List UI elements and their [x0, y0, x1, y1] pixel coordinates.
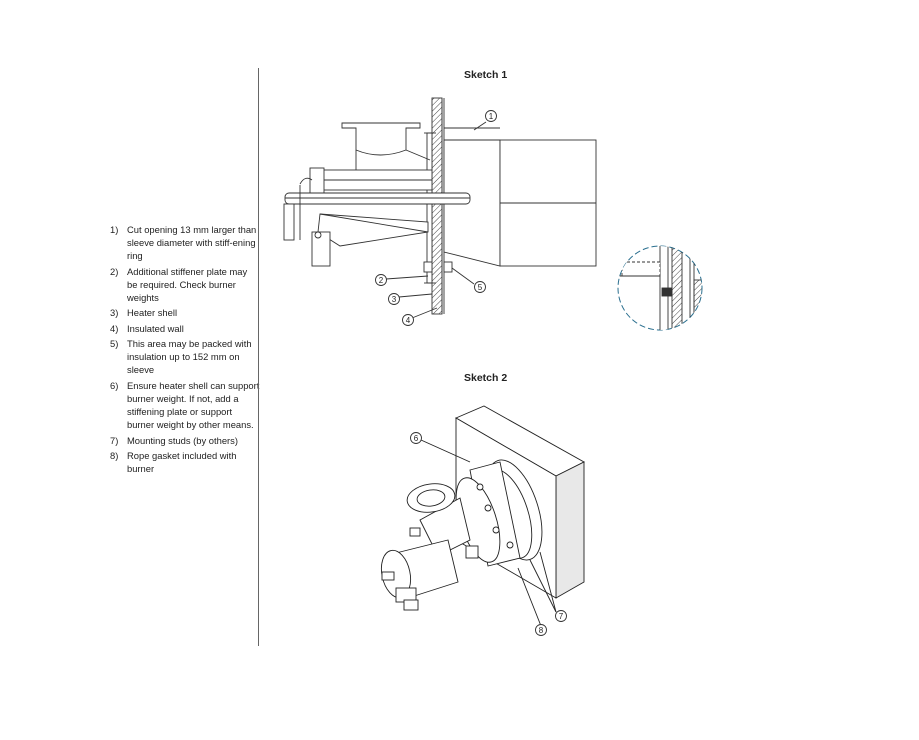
mounting-stud: [423, 261, 433, 273]
callout-3: [388, 293, 400, 305]
callout-7: [555, 610, 567, 622]
note-item: 1) Cut opening 13 mm larger than sleeve d…: [110, 223, 260, 262]
note-text: Insulated wall: [127, 322, 184, 334]
mounting-stud: [443, 261, 453, 273]
note-item: 6) Ensure heater shell can support burner…: [110, 379, 260, 431]
callout-4: [402, 314, 414, 326]
note-text: Mounting studs (by others): [127, 434, 238, 446]
barrel-port: [484, 504, 492, 512]
barrel-port: [476, 483, 484, 491]
callout-4-label: 4: [406, 316, 411, 325]
callout-2-label: 2: [379, 276, 384, 285]
sketch2-callouts: 6 7 8: [410, 432, 567, 636]
note-text: Rope gasket included with burner: [127, 450, 237, 475]
note-item: 5) This area may be packed with insulatio…: [110, 337, 260, 376]
leader-line: [529, 559, 557, 613]
leader-line: [420, 439, 471, 463]
barrel-port: [492, 526, 500, 534]
note-number: 5): [110, 338, 119, 350]
detail-gasket: [661, 287, 673, 297]
sketch1-callouts: 1 2 3 4 5: [375, 110, 497, 326]
detail-wall: [671, 246, 683, 330]
callout-2: [375, 274, 387, 286]
callout-7-label: 7: [559, 612, 564, 621]
wall-side-face: [555, 461, 585, 599]
callout-8-label: 8: [539, 626, 544, 635]
callout-6-label: 6: [414, 434, 419, 443]
sketch1-drawing: [283, 97, 597, 319]
callout-1: [485, 110, 497, 122]
strut-brace: [319, 213, 429, 233]
note-text: Heater shell: [127, 307, 178, 319]
notes-list: 1) Cut opening 13 mm larger than sleeve d…: [110, 223, 260, 478]
note-item: 3) Heater shell: [110, 306, 260, 319]
gun-connection: [381, 571, 395, 581]
scanner-port: [465, 545, 479, 559]
note-number: 7): [110, 434, 119, 446]
callout-5-label: 5: [478, 283, 483, 292]
leader-line: [451, 267, 475, 285]
burner-gun: [284, 192, 471, 205]
sketch1-title: Sketch 1: [464, 69, 508, 81]
detail-sleeve: [621, 261, 661, 277]
note-text: This area may be packed with insulation …: [127, 338, 252, 376]
gun-bracket: [283, 203, 295, 241]
leader-line: [539, 551, 557, 613]
note-number: 8): [110, 450, 119, 462]
sight-port: [299, 177, 313, 185]
note-text: Additional stiffener plate may be requir…: [127, 265, 248, 303]
note-item: 2) Additional stiffener plate may be requ…: [110, 265, 260, 304]
plenum-flange: [309, 167, 325, 197]
detail-insulation: [693, 279, 702, 330]
insulated-wall: [431, 97, 443, 315]
leader-line: [385, 275, 429, 280]
detail-view: [617, 245, 703, 331]
note-number: 6): [110, 379, 119, 391]
callout-6: [410, 432, 422, 444]
callout-3-label: 3: [392, 295, 397, 304]
pilot-box: [311, 231, 331, 267]
note-number: 2): [110, 265, 119, 277]
sketch2-drawing: [380, 405, 585, 627]
note-item: 7) Mounting studs (by others): [110, 434, 260, 447]
note-number: 3): [110, 307, 119, 319]
note-number: 4): [110, 322, 119, 334]
note-text: Cut opening 13 mm larger than sleeve dia…: [127, 224, 257, 261]
barrel-port: [506, 541, 514, 549]
stiffener-plate: [426, 132, 433, 284]
sketch2-title: Sketch 2: [464, 372, 508, 384]
callout-8: [535, 624, 547, 636]
air-inlet-wall: [405, 149, 431, 161]
pilot-fitting: [314, 231, 322, 239]
air-inlet-flange: [341, 122, 421, 156]
leader-line: [411, 307, 438, 319]
note-number: 1): [110, 224, 119, 235]
leader-line: [398, 293, 433, 298]
lower-strut: [317, 213, 429, 247]
leader-line: [517, 567, 542, 627]
note-item: 4) Insulated wall: [110, 322, 260, 335]
callout-5: [474, 281, 486, 293]
leader-line: [473, 121, 487, 131]
air-inlet-opening: [416, 489, 446, 507]
note-text: Ensure heater shell can support burner w…: [127, 379, 260, 430]
column-divider: [258, 68, 259, 646]
note-item: 8) Rope gasket included with burner: [110, 449, 260, 475]
callout-1-label: 1: [489, 112, 494, 121]
pilot-valve: [403, 599, 419, 611]
sight-glass: [409, 527, 421, 537]
